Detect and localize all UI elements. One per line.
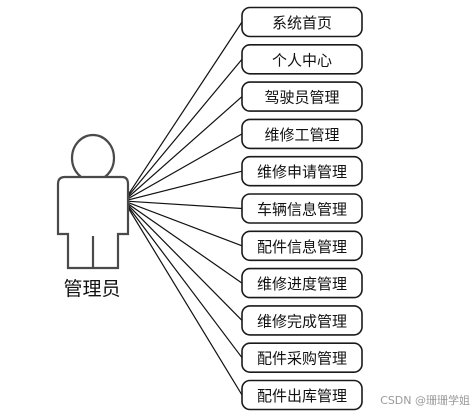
module-label: 配件采购管理 <box>257 350 347 368</box>
module-box: 个人中心 <box>241 43 363 75</box>
module-box-outline <box>241 118 363 150</box>
module-box-outline <box>241 43 363 75</box>
actor-name: 管理员 <box>63 278 120 300</box>
module-box: 维修完成管理 <box>241 305 363 336</box>
connector-line <box>123 200 243 396</box>
connector-line <box>123 96 243 202</box>
connector-line <box>123 200 243 284</box>
module-label: 系统首页 <box>272 14 332 32</box>
module-box-outline <box>241 305 363 336</box>
module-box: 维修申请管理 <box>241 155 363 187</box>
module-label: 配件出库管理 <box>257 387 347 405</box>
module-box-outline <box>241 342 363 374</box>
module-box: 驾驶员管理 <box>241 81 363 112</box>
module-box: 配件信息管理 <box>241 230 363 262</box>
actor-figure: 管理员 <box>56 133 130 300</box>
connector-line <box>123 200 243 247</box>
module-label: 维修申请管理 <box>257 163 347 181</box>
module-box-outline <box>241 155 363 187</box>
connector-line <box>123 200 243 210</box>
connector-line <box>123 200 243 359</box>
module-label: 配件信息管理 <box>257 238 347 256</box>
module-label: 车辆信息管理 <box>257 201 347 219</box>
module-box-outline <box>241 193 363 224</box>
module-box: 维修进度管理 <box>241 267 363 299</box>
module-label: 维修完成管理 <box>257 312 347 330</box>
actor-body <box>56 175 130 270</box>
module-label: 个人中心 <box>272 51 332 69</box>
connector-line <box>123 200 243 321</box>
module-box: 系统首页 <box>241 6 363 38</box>
module-list: 系统首页个人中心驾驶员管理维修工管理维修申请管理车辆信息管理配件信息管理维修进度… <box>241 6 363 411</box>
module-label: 维修进度管理 <box>257 275 347 293</box>
module-box: 车辆信息管理 <box>241 193 363 224</box>
watermark-text: CSDN @珊珊学姐 <box>380 393 470 407</box>
actor-head <box>70 133 116 183</box>
connector-lines <box>123 21 243 396</box>
connector-line <box>123 133 243 202</box>
connector-line <box>123 170 243 202</box>
module-box-outline <box>241 6 363 38</box>
module-box: 维修工管理 <box>241 118 363 150</box>
module-box: 配件采购管理 <box>241 342 363 374</box>
module-box-outline <box>241 81 363 112</box>
connector-line <box>123 58 243 202</box>
module-box-outline <box>241 379 363 411</box>
module-label: 维修工管理 <box>264 126 339 144</box>
module-box-outline <box>241 267 363 299</box>
module-label: 驾驶员管理 <box>264 89 339 107</box>
module-box: 配件出库管理 <box>241 379 363 411</box>
module-box-outline <box>241 230 363 262</box>
connector-line <box>123 21 243 202</box>
